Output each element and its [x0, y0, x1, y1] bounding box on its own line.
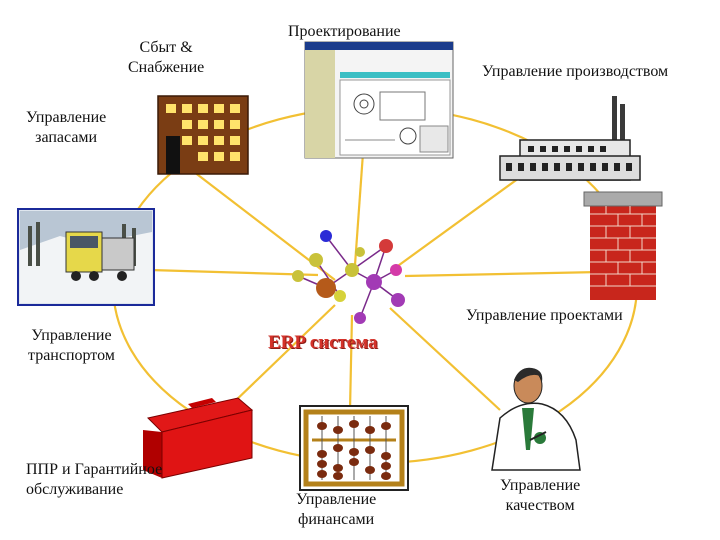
node-label-production: Управление производством	[482, 62, 668, 82]
node-label-quality-line2: качеством	[505, 497, 575, 514]
erp-molecule-icon	[292, 230, 405, 324]
red-toolbox-icon	[143, 397, 254, 479]
node-label-projects: Управление проектами	[466, 306, 623, 326]
node-label-production-line1: Управление производством	[482, 63, 669, 80]
node-label-sales: Сбыт & Снабжение	[128, 38, 204, 78]
node-label-quality: Управление качеством	[500, 476, 580, 516]
node-label-transport: Управление транспортом	[28, 326, 115, 366]
node-label-projects-line1: Управление проектами	[466, 307, 623, 324]
node-label-inventory: Управление запасами	[26, 108, 106, 148]
cad-screen-icon	[304, 41, 454, 159]
node-label-inventory-line2: запасами	[35, 129, 98, 146]
node-label-maintenance-line2: обслуживание	[26, 481, 124, 498]
node-label-maintenance-line1: ППР и Гарантийное	[26, 461, 163, 478]
warehouse-building-icon	[157, 95, 249, 175]
node-label-sales-line1: Сбыт &	[139, 39, 193, 56]
node-label-maintenance: ППР и Гарантийное обслуживание	[26, 460, 162, 500]
node-label-finance-line2: финансами	[298, 511, 375, 528]
node-label-design-line1: Проектирование	[288, 23, 401, 40]
node-label-sales-line2: Снабжение	[128, 59, 205, 76]
node-label-inventory-line1: Управление	[26, 109, 107, 126]
truck-photo-icon	[17, 208, 155, 306]
node-label-design: Проектирование	[288, 22, 401, 42]
node-label-transport-line2: транспортом	[28, 347, 115, 364]
abacus-icon	[299, 405, 409, 491]
node-label-finance-line1: Управление	[296, 491, 377, 508]
node-label-transport-line1: Управление	[31, 327, 112, 344]
inspector-icon	[491, 367, 581, 471]
erp-system-title: ERP система	[268, 332, 378, 353]
node-label-quality-line1: Управление	[500, 477, 581, 494]
brick-chimney-icon	[583, 191, 663, 300]
factory-icon	[499, 96, 641, 181]
node-label-finance: Управление финансами	[296, 490, 376, 530]
